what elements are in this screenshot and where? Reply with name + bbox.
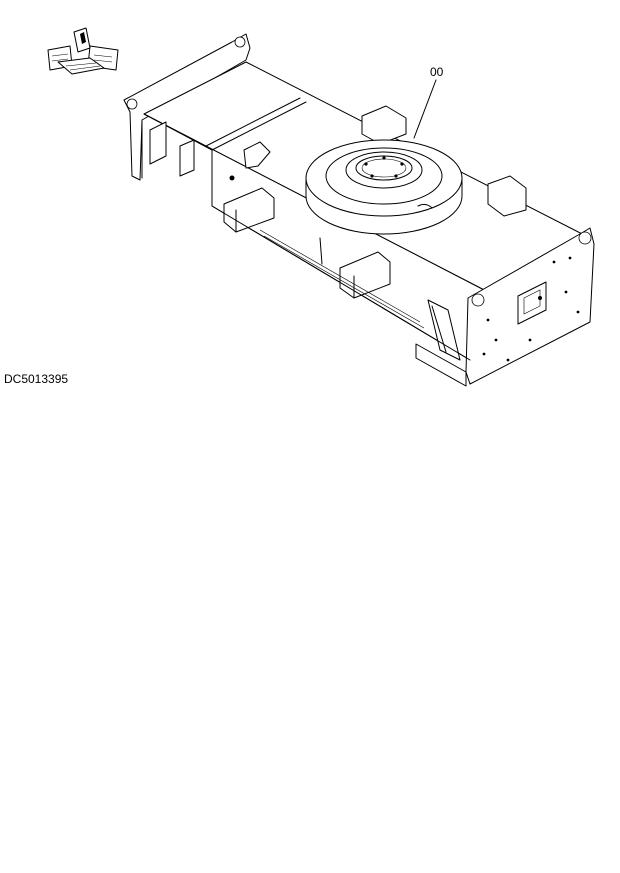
- part-leader-line: [413, 79, 437, 139]
- swing-bearing: [305, 139, 463, 235]
- plate-bolts: [482, 256, 580, 362]
- drawing-number: DC5013395: [4, 372, 68, 386]
- part-label: 00: [430, 65, 444, 79]
- orientation-icon: [47, 27, 119, 75]
